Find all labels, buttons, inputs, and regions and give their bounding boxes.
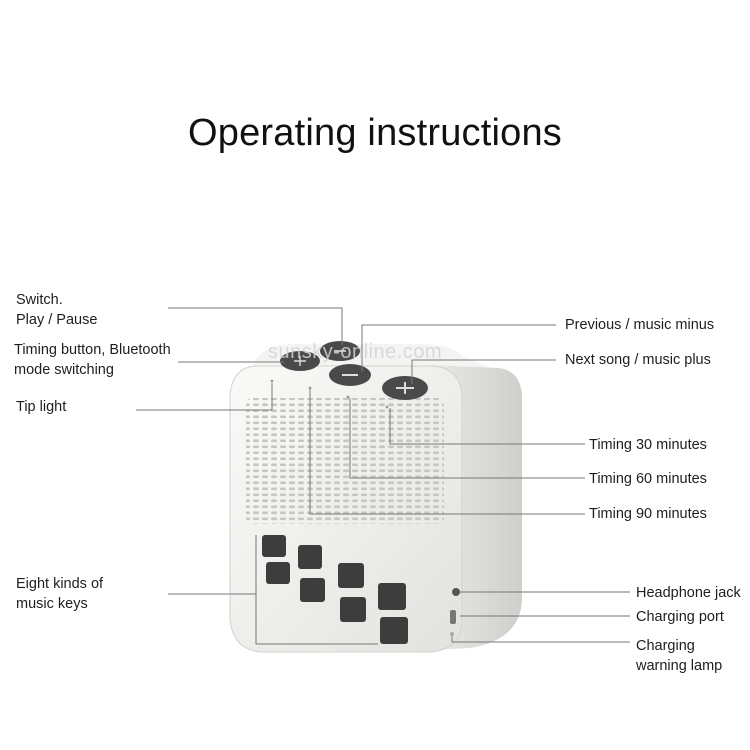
headphone-label: Headphone jack (636, 585, 741, 601)
speaker-body (229, 344, 522, 653)
music-key[interactable] (298, 545, 322, 569)
music-keys-label: Eight kinds of music keys (16, 576, 104, 612)
music-key[interactable] (266, 562, 290, 584)
music-key[interactable] (262, 535, 286, 557)
music-key[interactable] (300, 578, 325, 602)
tip-lights (270, 379, 389, 409)
watermark: sunsky-online.com (268, 341, 443, 363)
switch-label: Switch. Play / Pause (16, 292, 98, 328)
music-key[interactable] (380, 617, 408, 644)
music-keys (262, 535, 408, 644)
timing-60-label: Timing 60 minutes (589, 471, 707, 487)
top-buttons (280, 341, 428, 400)
music-key[interactable] (338, 563, 364, 588)
next-label: Next song / music plus (565, 352, 711, 368)
charging-lamp (450, 632, 454, 636)
charging-port[interactable] (450, 610, 456, 624)
music-key[interactable] (378, 583, 406, 610)
music-key[interactable] (340, 597, 366, 622)
previous-label: Previous / music minus (565, 317, 715, 333)
page-title: Operating instructions (187, 112, 563, 154)
timing-30-label: Timing 30 minutes (589, 437, 707, 453)
charging-port-label: Charging port (636, 609, 724, 625)
charging-lamp-label: Charging warning lamp (636, 638, 723, 674)
timing-90-label: Timing 90 minutes (589, 506, 707, 522)
headphone-jack[interactable] (452, 588, 460, 596)
leader-lines (136, 307, 630, 645)
plus-icon (396, 382, 414, 394)
timing-label: Timing button, Bluetooth mode switching (14, 342, 171, 378)
timer-icon (294, 356, 306, 366)
speaker-grille (246, 398, 444, 524)
side-ports (450, 588, 460, 636)
tip-light-label: Tip light (16, 399, 67, 415)
